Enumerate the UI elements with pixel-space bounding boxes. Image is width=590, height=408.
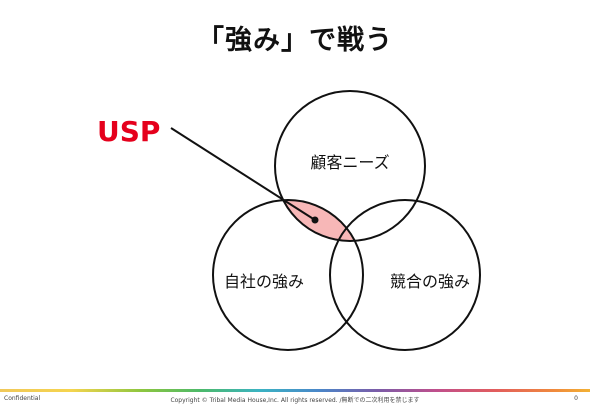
usp-pointer-line: [170, 127, 316, 221]
usp-label: USP: [97, 115, 160, 148]
own-strength-circle: [212, 199, 364, 351]
customer-needs-label: 顧客ニーズ: [310, 153, 389, 172]
footer-confidential: Confidential: [4, 395, 41, 402]
usp-pointer-dot: [311, 216, 319, 224]
slide-title: 「強み」で戦う: [197, 25, 393, 56]
competitor-strength-label: 競合の強み: [390, 272, 470, 291]
customer-needs-circle: [274, 90, 426, 242]
footer-color-bar: [0, 389, 590, 392]
own-strength-label: 自社の強み: [224, 272, 304, 291]
page-number: 0: [574, 395, 578, 402]
footer-copyright: Copyright © Tribal Media House,Inc. All …: [170, 397, 420, 404]
competitor-strength-circle: [329, 199, 481, 351]
